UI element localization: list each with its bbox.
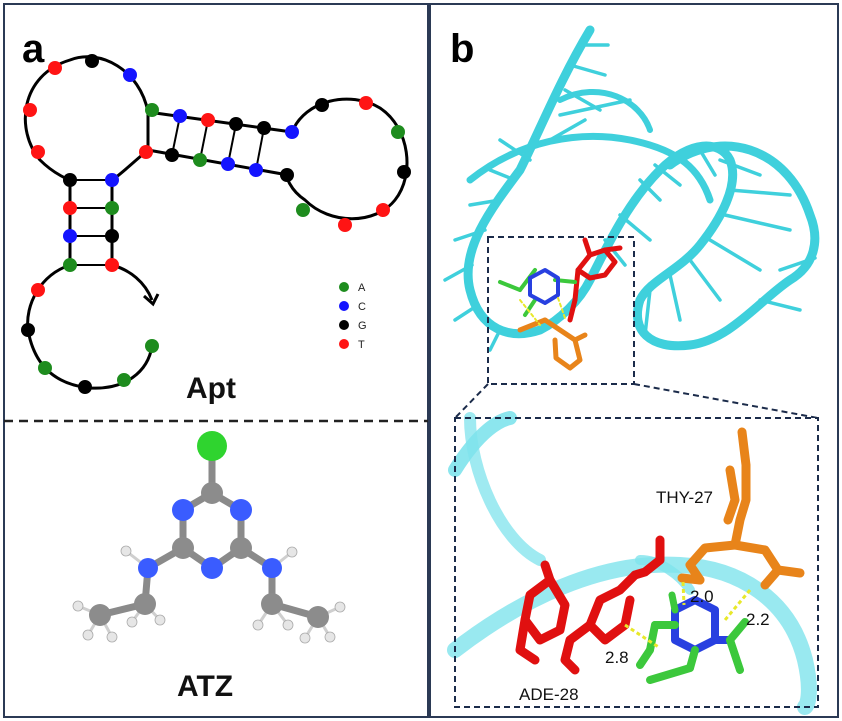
legend-label-c: C bbox=[358, 301, 366, 313]
aptamer-ribbon bbox=[443, 25, 820, 352]
nucleotide-c bbox=[123, 68, 137, 82]
loop-right bbox=[285, 97, 409, 221]
atom-n bbox=[201, 557, 223, 579]
binding-site-top bbox=[498, 237, 623, 371]
legend-label-t: T bbox=[358, 339, 365, 351]
base-legend: A C G T bbox=[339, 282, 367, 351]
nucleotide-t bbox=[376, 203, 390, 217]
atom-n bbox=[172, 499, 194, 521]
zoom-inset-frame bbox=[454, 417, 819, 708]
atrazine-molecule bbox=[72, 431, 346, 644]
atom-c bbox=[307, 606, 329, 628]
panel-a-frame bbox=[3, 3, 429, 718]
aptamer-label: Apt bbox=[186, 372, 236, 405]
arrow-head bbox=[143, 293, 160, 307]
base-pair-bonds bbox=[70, 112, 265, 266]
atom-c bbox=[134, 593, 156, 615]
residue-thy27 bbox=[677, 427, 805, 590]
nucleotide-t bbox=[23, 103, 37, 117]
nucleotide-g bbox=[229, 117, 243, 131]
nucleotide-a bbox=[296, 203, 310, 217]
nucleotide-g bbox=[397, 165, 411, 179]
nucleotides bbox=[21, 54, 411, 394]
ligand-atz bbox=[636, 591, 749, 684]
atom-cl bbox=[197, 431, 227, 461]
atom-n bbox=[138, 558, 158, 578]
base-sticks bbox=[443, 43, 817, 352]
molecule-label: ATZ bbox=[177, 670, 233, 703]
three-prime-tail bbox=[111, 263, 154, 301]
nucleotide-g bbox=[85, 54, 99, 68]
nucleotide-g bbox=[257, 121, 271, 135]
atom-c bbox=[261, 593, 283, 615]
nucleotide-a bbox=[145, 103, 159, 117]
nucleotide-g bbox=[165, 148, 179, 162]
label-ade28: ADE-28 bbox=[519, 685, 579, 704]
nucleotide-t bbox=[31, 283, 45, 297]
nucleotide-c bbox=[173, 109, 187, 123]
nucleotide-a bbox=[63, 258, 77, 272]
loop-top-left bbox=[23, 55, 150, 182]
nucleotide-c bbox=[285, 125, 299, 139]
atom-c bbox=[201, 482, 223, 504]
zoom-connector-left bbox=[454, 383, 489, 419]
nucleotide-t bbox=[63, 201, 77, 215]
nucleotide-c bbox=[249, 163, 263, 177]
residue-ade28 bbox=[515, 535, 665, 675]
nucleotide-c bbox=[63, 229, 77, 243]
legend-swatch-t bbox=[339, 339, 349, 349]
nucleotide-t bbox=[31, 145, 45, 159]
nucleotide-a bbox=[38, 361, 52, 375]
legend-swatch-a bbox=[339, 282, 349, 292]
legend-label-a: A bbox=[358, 282, 366, 294]
panel-b-letter: b bbox=[450, 27, 474, 71]
nucleotide-t bbox=[201, 113, 215, 127]
nucleotide-a bbox=[105, 201, 119, 215]
atom-c bbox=[230, 537, 252, 559]
nucleotide-a bbox=[117, 373, 131, 387]
atom-n bbox=[230, 499, 252, 521]
zoom-source-box bbox=[487, 236, 635, 385]
distance-label-2: 2.2 bbox=[746, 610, 770, 629]
zoom-connector-right bbox=[633, 383, 819, 419]
nucleotide-t bbox=[338, 218, 352, 232]
distance-label-1: 2.0 bbox=[690, 587, 714, 606]
legend-label-g: G bbox=[358, 320, 367, 332]
nucleotide-a bbox=[145, 339, 159, 353]
label-thy27: THY-27 bbox=[656, 488, 713, 507]
nucleotide-g bbox=[105, 229, 119, 243]
nucleotide-g bbox=[63, 173, 77, 187]
zoom-inset bbox=[447, 411, 818, 715]
distance-label-3: 2.8 bbox=[605, 648, 629, 667]
nucleotide-t bbox=[139, 145, 153, 159]
nucleotide-a bbox=[193, 153, 207, 167]
backbone-trace bbox=[463, 25, 820, 351]
legend-swatch-g bbox=[339, 320, 349, 330]
nucleotide-t bbox=[105, 258, 119, 272]
panel-b-frame bbox=[429, 3, 839, 718]
nucleotide-t bbox=[48, 61, 62, 75]
nucleotide-a bbox=[391, 125, 405, 139]
hydrogen-bonds bbox=[624, 581, 752, 650]
legend-swatch-c bbox=[339, 301, 349, 311]
nucleotide-g bbox=[315, 98, 329, 112]
atom-c bbox=[172, 537, 194, 559]
nucleotide-c bbox=[221, 157, 235, 171]
nucleotide-g bbox=[280, 168, 294, 182]
nucleotide-g bbox=[78, 380, 92, 394]
nucleotide-c bbox=[105, 173, 119, 187]
atom-c bbox=[89, 604, 111, 626]
nucleotide-t bbox=[359, 96, 373, 110]
backbone-trace-2 bbox=[466, 132, 714, 204]
atom-n bbox=[262, 558, 282, 578]
nucleotide-g bbox=[21, 323, 35, 337]
panel-a-letter: a bbox=[22, 27, 45, 71]
